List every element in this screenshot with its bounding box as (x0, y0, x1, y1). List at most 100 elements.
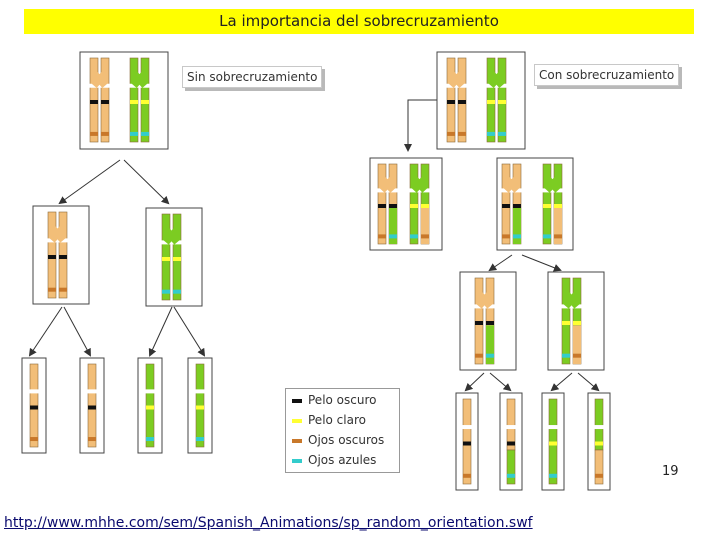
arrow (63, 306, 91, 357)
arrow (148, 306, 173, 357)
gamete-hair-marker (549, 441, 557, 446)
gamete-chromatid-segment (594, 449, 604, 485)
chrom-synapsis-orange-hair-marker (389, 204, 397, 208)
label-with-crossover: Con sobrecruzamiento (534, 64, 680, 86)
gamete-chromatid-centromere (594, 425, 604, 430)
chrom-orange-arm (91, 70, 108, 89)
chrom-recombined-green-hair-marker (554, 204, 562, 208)
legend-item-light-hair: Pelo claro (292, 411, 366, 429)
gamete-eye-marker (595, 473, 603, 478)
chrom-green-hair-marker (130, 100, 138, 104)
chrom-orange-2-eye-marker (48, 287, 56, 292)
chrom-recombined-orange-swap (513, 208, 521, 244)
chrom-green-r-eye-marker (487, 131, 495, 136)
chrom-rc-green-hair-marker (562, 321, 570, 325)
chrom-synapsis-green-hair-marker (421, 204, 429, 208)
chrom-orange-r-arm (448, 70, 465, 89)
legend-item-dark-hair: Pelo oscuro (292, 391, 377, 409)
chrom-recombined-green-arm (544, 176, 561, 193)
source-link[interactable]: http://www.mhhe.com/sem/Spanish_Animatio… (4, 515, 533, 531)
chrom-green-r-eye-marker (498, 131, 506, 136)
chrom-green-eye-marker (141, 131, 149, 136)
light-hair-swatch (292, 418, 302, 423)
chrom-green-2-arm (163, 227, 180, 245)
gamete-hair-marker (30, 405, 38, 410)
arrow (28, 306, 63, 357)
gamete-chromatid-centromere (195, 389, 205, 394)
chrom-green-2-hair-marker (173, 257, 181, 261)
arrow (577, 372, 600, 392)
chrom-rc-green-arm (563, 291, 580, 309)
chrom-recombined-green-eye-marker (554, 234, 562, 239)
chrom-rc-orange-hair-marker (475, 321, 483, 325)
chrom-green-arm (131, 70, 148, 89)
gamete-chromatid-segment (506, 449, 516, 485)
chrom-orange-r-eye-marker (458, 131, 466, 136)
gamete-hair-marker (146, 405, 154, 410)
chrom-orange-hair-marker (90, 100, 98, 104)
chrom-green-r-arm (488, 70, 505, 89)
chrom-rc-green-eye-marker (562, 353, 570, 358)
chrom-orange-2-eye-marker (59, 287, 67, 292)
chrom-orange-r-hair-marker (458, 100, 466, 104)
legend-item-dark-eyes: Ojos oscuros (292, 431, 384, 449)
chrom-orange-hair-marker (101, 100, 109, 104)
chrom-recombined-green-hair-marker (543, 204, 551, 208)
arrow (173, 306, 206, 357)
label-without-crossover: Sin sobrecruzamiento (182, 66, 323, 88)
chrom-synapsis-orange-eye-marker (389, 234, 397, 239)
gamete-chromatid-centromere (506, 425, 516, 430)
chrom-green-2-eye-marker (162, 289, 170, 294)
gamete-eye-marker (30, 437, 38, 442)
dark-hair-swatch (292, 398, 302, 403)
legend-label: Pelo oscuro (308, 393, 377, 407)
chrom-recombined-green-eye-marker (543, 234, 551, 239)
chrom-synapsis-green-eye-marker (421, 234, 429, 239)
gamete-chromatid-centromere (462, 425, 472, 430)
chrom-orange-eye-marker (101, 131, 109, 136)
chrom-orange-r-hair-marker (447, 100, 455, 104)
chrom-recombined-orange-hair-marker (513, 204, 521, 208)
chrom-green-eye-marker (130, 131, 138, 136)
chrom-rc-orange-swap (486, 325, 494, 364)
arrow (489, 372, 512, 392)
dark-eyes-swatch (292, 438, 302, 443)
arrow (550, 372, 573, 392)
legend-label: Ojos azules (308, 453, 377, 467)
chrom-green-r-hair-marker (487, 100, 495, 104)
gamete-eye-marker (196, 437, 204, 442)
chrom-rc-orange-hair-marker (486, 321, 494, 325)
gamete-eye-marker (549, 473, 557, 478)
legend-label: Ojos oscuros (308, 433, 385, 447)
chrom-synapsis-green-swap (421, 208, 429, 244)
gamete-chromatid-centromere (145, 389, 155, 394)
chrom-rc-orange-arm (476, 291, 493, 309)
chrom-recombined-orange-hair-marker (502, 204, 510, 208)
chrom-synapsis-orange-hair-marker (378, 204, 386, 208)
chrom-orange-2-hair-marker (59, 255, 67, 259)
gamete-eye-marker (88, 437, 96, 442)
arrow (404, 99, 437, 152)
chrom-rc-green-swap (573, 325, 581, 364)
chrom-rc-orange-eye-marker (486, 353, 494, 358)
chrom-rc-green-eye-marker (573, 353, 581, 358)
arrow (58, 159, 121, 205)
chrom-orange-2-hair-marker (48, 255, 56, 259)
chrom-recombined-orange-eye-marker (502, 234, 510, 239)
page-title: La importancia del sobrecruzamiento (24, 9, 694, 34)
chrom-synapsis-green-hair-marker (410, 204, 418, 208)
chrom-synapsis-orange-arm (379, 176, 396, 193)
chrom-orange-2-arm (49, 225, 66, 243)
chrom-orange-r-eye-marker (447, 131, 455, 136)
blue-eyes-swatch (292, 458, 302, 463)
chrom-green-2-hair-marker (162, 257, 170, 261)
arrow (464, 372, 485, 392)
gamete-eye-marker (463, 473, 471, 478)
chrom-recombined-green-swap (554, 208, 562, 244)
gamete-eye-marker (146, 437, 154, 442)
page-number: 19 (662, 464, 679, 479)
legend: Pelo oscuro Pelo claro Ojos oscuros Ojos… (285, 388, 400, 473)
arrow (521, 254, 562, 272)
gamete-chromatid-centromere (29, 389, 39, 394)
